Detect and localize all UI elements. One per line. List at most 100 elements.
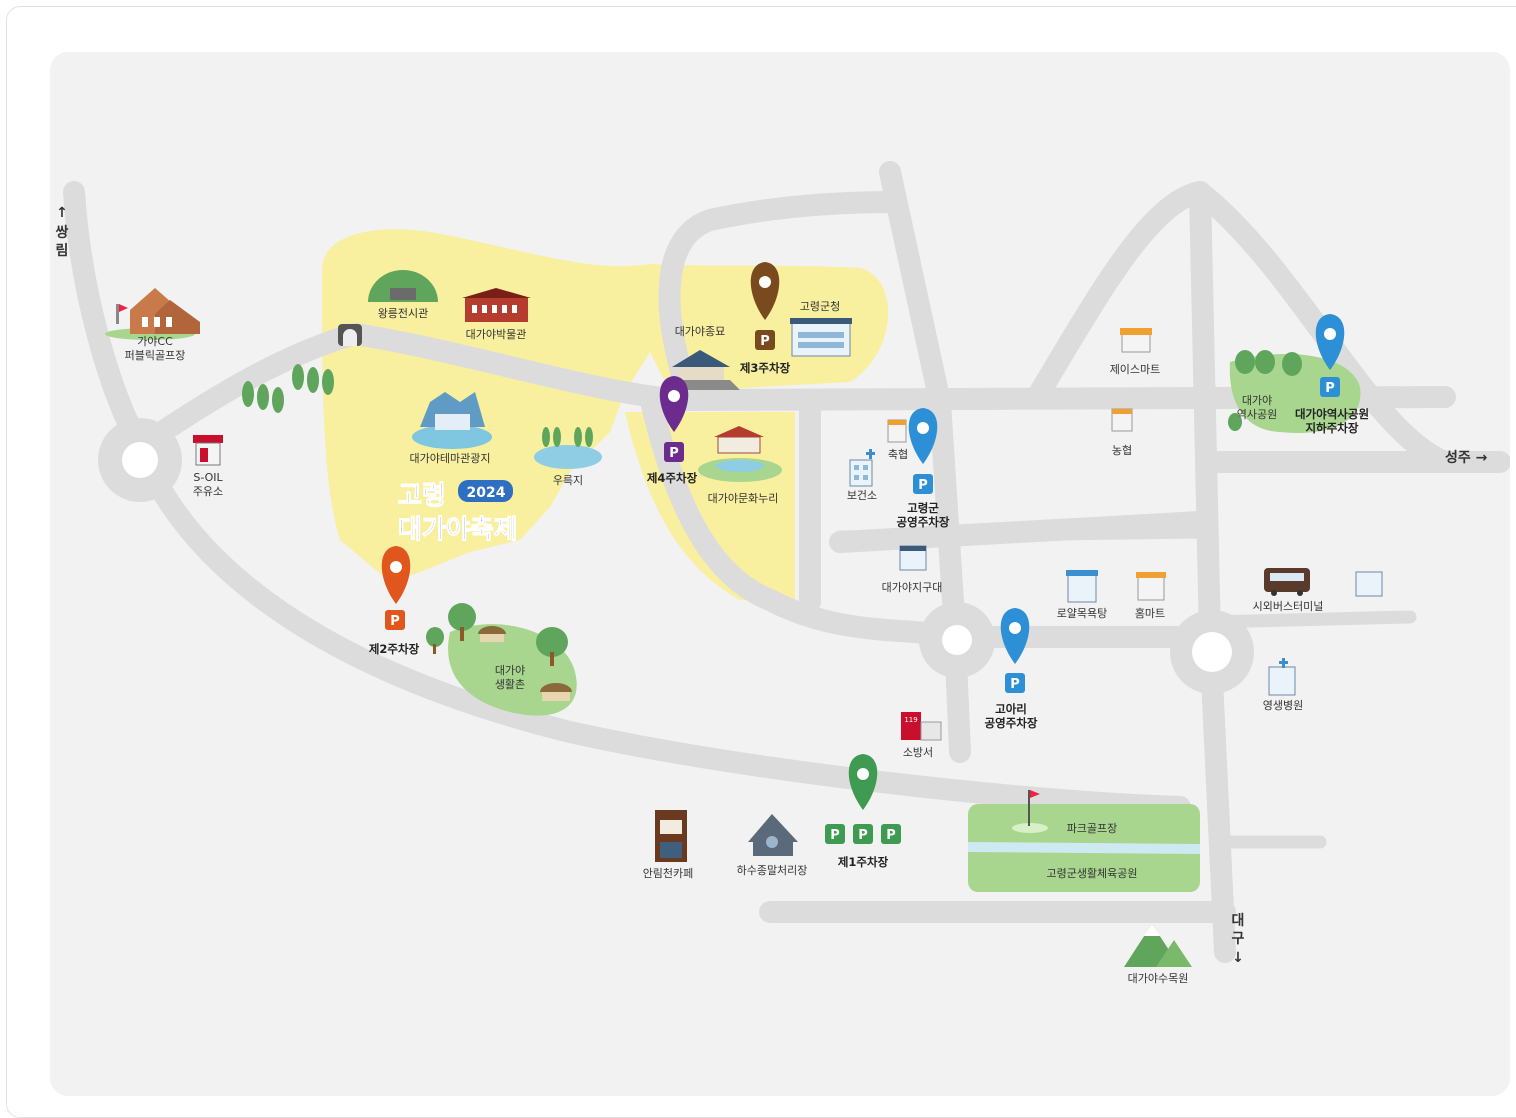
history-park-label-1: 대가야 bbox=[1242, 394, 1272, 407]
festival-year: 2024 bbox=[467, 485, 506, 501]
county-parking-label-2: 공영주차장 bbox=[897, 515, 950, 529]
direction-north-char1: 쌍 bbox=[56, 225, 69, 241]
health-center-label: 보건소 bbox=[847, 489, 877, 502]
culture-center-icon bbox=[698, 426, 782, 482]
svg-text:119: 119 bbox=[904, 716, 917, 724]
livestock-coop-icon bbox=[887, 419, 907, 443]
museum-icon bbox=[462, 288, 531, 322]
arboretum-mountain-icon bbox=[1124, 924, 1192, 967]
fire-station-label: 소방서 bbox=[903, 746, 933, 759]
county-office-icon bbox=[790, 318, 852, 357]
pond-icon bbox=[534, 427, 602, 469]
direction-south-char2: 구 bbox=[1232, 931, 1245, 947]
svg-text:P: P bbox=[830, 828, 840, 843]
goari-parking-label-2: 공영주차장 bbox=[985, 716, 1038, 730]
festival-map: ↑ 쌍 림 성주 → 대 구 ↓ 가야CC 퍼블릭골프장 S-OIL 주유소 왕… bbox=[50, 52, 1510, 1096]
minor-roads bbox=[833, 525, 1417, 849]
village-label-1: 대가야 bbox=[495, 664, 525, 677]
parking-3-pin[interactable] bbox=[750, 262, 780, 320]
golf-cc-label-1: 가야CC bbox=[137, 335, 173, 348]
golf-clubhouse-icon bbox=[105, 288, 200, 340]
county-parking-label-1: 고령군 bbox=[907, 501, 939, 515]
history-park-trees bbox=[1228, 350, 1302, 431]
soil-label-2: 주유소 bbox=[193, 485, 223, 498]
goari-parking-label-1: 고아리 bbox=[995, 702, 1027, 716]
parking-4-label: 제4주차장 bbox=[647, 471, 698, 485]
nh-bank-icon bbox=[1111, 408, 1133, 432]
golf-cc-label-2: 퍼블릭골프장 bbox=[125, 349, 186, 362]
festival-title: 고령 2024 대가야축제 bbox=[398, 480, 518, 546]
sports-park-label: 고령군생활체육공원 bbox=[1046, 866, 1137, 880]
direction-south-arrow: ↓ bbox=[1232, 950, 1244, 966]
svg-text:P: P bbox=[886, 828, 896, 843]
svg-text:P: P bbox=[858, 828, 868, 843]
parking-2-pin[interactable] bbox=[381, 546, 411, 604]
tree-row-icon bbox=[242, 364, 334, 413]
theme-park-icon bbox=[412, 392, 492, 449]
festival-zone-west bbox=[322, 229, 650, 582]
history-parking-pin[interactable] bbox=[1315, 314, 1345, 370]
map-canvas: ↑ 쌍 림 성주 → 대 구 ↓ 가야CC 퍼블릭골프장 S-OIL 주유소 왕… bbox=[56, 161, 1510, 985]
bus-terminal-label: 시외버스터미널 bbox=[1253, 600, 1324, 613]
park-golf-label: 파크골프장 bbox=[1067, 822, 1118, 835]
museum-label: 대가야박물관 bbox=[466, 328, 527, 341]
parking-1-pin[interactable] bbox=[848, 754, 878, 810]
history-park-label-2: 역사공원 bbox=[1237, 408, 1277, 421]
jmart-icon bbox=[1120, 328, 1152, 353]
county-parking-pin[interactable] bbox=[908, 408, 938, 464]
sewage-plant-icon bbox=[748, 814, 798, 856]
hospital-icon bbox=[1268, 658, 1296, 696]
direction-north-arrow: ↑ bbox=[56, 205, 68, 221]
jmart-label: 제이스마트 bbox=[1110, 363, 1161, 376]
svg-text:P: P bbox=[669, 446, 679, 461]
parking-3-label: 제3주차장 bbox=[740, 361, 791, 375]
homemart-icon bbox=[1136, 572, 1166, 601]
direction-east-label: 성주 → bbox=[1445, 450, 1488, 466]
nh-bank-label: 농협 bbox=[1112, 444, 1132, 457]
parking-4-sign: P bbox=[664, 442, 684, 462]
county-parking-sign: P bbox=[913, 474, 933, 494]
culture-center-label: 대가야문화누리 bbox=[708, 492, 779, 505]
theme-park-label: 대가야테마관광지 bbox=[410, 452, 491, 465]
svg-text:P: P bbox=[1010, 677, 1020, 692]
parking-2-sign: P bbox=[385, 610, 405, 630]
fire-station-icon: 119 bbox=[901, 712, 942, 741]
livestock-coop-label: 축협 bbox=[888, 448, 908, 461]
hospital-label: 영생병원 bbox=[1263, 699, 1303, 712]
bus-terminal-icon bbox=[1264, 568, 1383, 597]
health-center-icon bbox=[849, 449, 875, 487]
tunnel-icon bbox=[338, 324, 362, 346]
parking-4-pin[interactable] bbox=[659, 376, 689, 432]
parking-2-label: 제2주차장 bbox=[369, 642, 420, 656]
history-parking-label-1: 대가야역사공원 bbox=[1295, 407, 1369, 421]
svg-text:P: P bbox=[760, 334, 770, 349]
history-park-area bbox=[1229, 354, 1361, 433]
goari-parking-pin[interactable] bbox=[1000, 608, 1030, 664]
village-icons bbox=[426, 603, 572, 701]
cafe-icon bbox=[655, 810, 687, 862]
parking-1-signs: P P P bbox=[825, 824, 901, 844]
royal-tomb-label: 왕릉전시관 bbox=[378, 307, 429, 320]
svg-text:P: P bbox=[918, 478, 928, 493]
festival-title-line1: 고령 bbox=[398, 481, 446, 511]
parking-3-sign: P bbox=[755, 330, 775, 350]
history-parking-label-2: 지하주차장 bbox=[1306, 421, 1359, 435]
police-station-icon bbox=[899, 545, 927, 571]
gas-station-icon bbox=[193, 435, 223, 466]
direction-north-char2: 림 bbox=[56, 243, 69, 259]
soil-label-1: S-OIL bbox=[193, 471, 223, 484]
bathhouse-label: 로얄목욕탕 bbox=[1057, 606, 1108, 620]
direction-south-char1: 대 bbox=[1232, 913, 1245, 929]
svg-text:P: P bbox=[390, 614, 400, 629]
arboretum-label: 대가야수목원 bbox=[1128, 972, 1189, 985]
county-office-label: 고령군청 bbox=[800, 300, 840, 313]
shrine-label: 대가야종묘 bbox=[675, 325, 726, 338]
bathhouse-icon bbox=[1066, 570, 1098, 603]
park-golf-flag-icon bbox=[1012, 790, 1048, 833]
police-label: 대가야지구대 bbox=[882, 581, 943, 594]
history-parking-sign: P bbox=[1320, 377, 1340, 397]
pond-label: 우륵지 bbox=[553, 474, 583, 487]
sewage-plant-label: 하수종말처리장 bbox=[737, 863, 808, 877]
festival-title-line2: 대가야축제 bbox=[398, 515, 518, 545]
goari-parking-sign: P bbox=[1005, 673, 1025, 693]
